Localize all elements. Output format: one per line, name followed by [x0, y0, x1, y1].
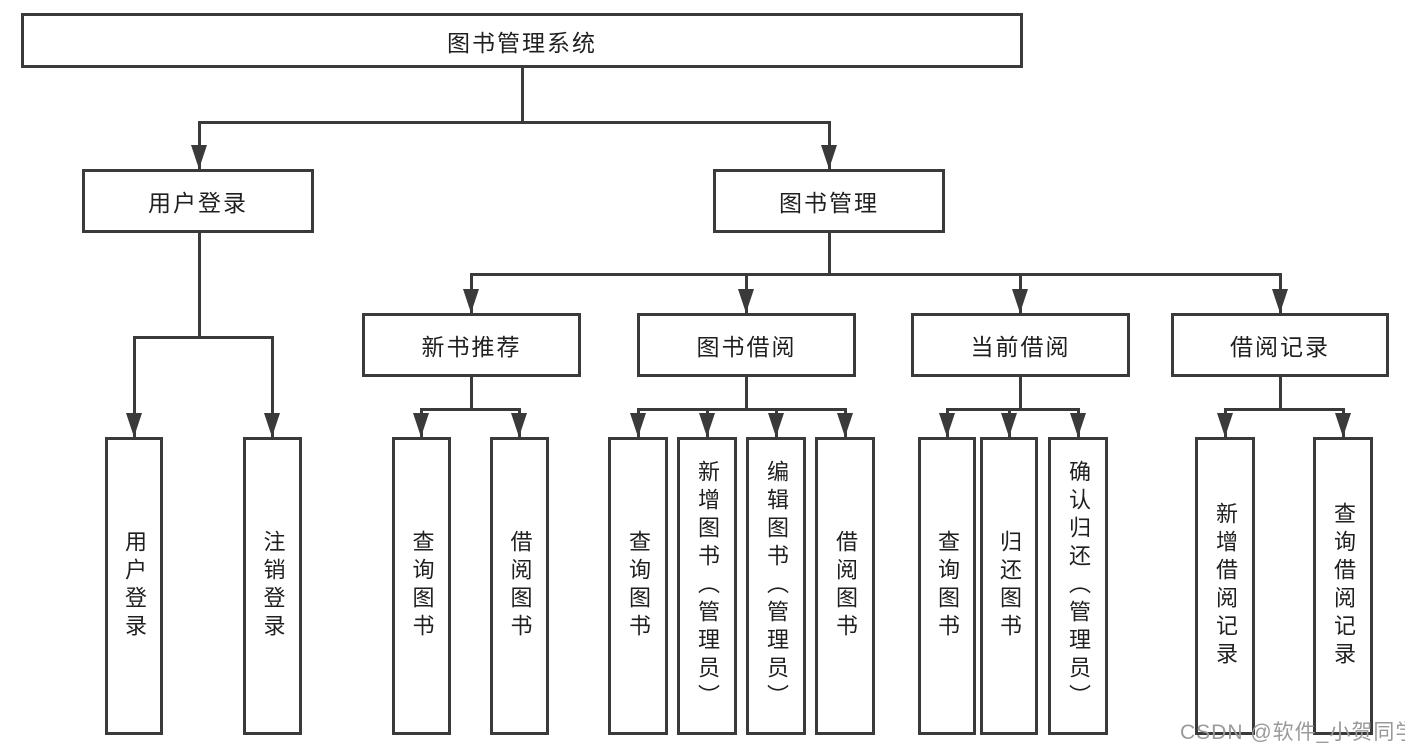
arrowhead-down-icon	[1272, 289, 1288, 313]
leaf-label: 借阅图书	[833, 530, 858, 642]
node-book-borrow: 图书借阅	[637, 313, 856, 377]
csdn-watermark: CSDN @软件_小贺同学	[1180, 721, 1405, 744]
leaf-label: 新增图书（管理员）	[695, 460, 720, 712]
arrowhead-down-icon	[1217, 413, 1233, 437]
leaf-label: 借阅图书	[507, 530, 533, 642]
leaf-query-books-current: 查询图书	[918, 437, 976, 735]
connector-root-drop	[521, 68, 524, 121]
leaf-borrow-books: 借阅图书	[815, 437, 875, 735]
node-label: 图书管理	[779, 190, 879, 216]
connector-drop	[1279, 377, 1282, 408]
node-label: 用户登录	[148, 190, 248, 216]
leaf-query-borrow-record: 查询借阅记录	[1313, 437, 1373, 735]
arrowhead-down-icon	[821, 145, 837, 169]
node-user-login: 用户登录	[82, 169, 314, 233]
arrowhead-down-icon	[837, 413, 853, 437]
node-current-borrow: 当前借阅	[911, 313, 1130, 377]
arrowhead-down-icon	[191, 145, 207, 169]
node-book-management: 图书管理	[713, 169, 945, 233]
arrowhead-down-icon	[463, 289, 479, 313]
leaf-query-books-borrow: 查询图书	[608, 437, 668, 735]
arrowhead-down-icon	[126, 413, 142, 437]
arrowhead-down-icon	[1335, 413, 1351, 437]
leaf-label: 确认归还（管理员）	[1066, 460, 1091, 712]
arrowhead-down-icon	[511, 413, 527, 437]
arrowhead-down-icon	[264, 413, 280, 437]
connector-bar	[946, 408, 1080, 411]
node-label: 借阅记录	[1230, 334, 1330, 360]
arrowhead-down-icon	[630, 413, 646, 437]
leaf-label: 归还图书	[997, 530, 1022, 642]
leaf-logout: 注销登录	[243, 437, 302, 735]
arrowhead-down-icon	[1001, 413, 1017, 437]
leaf-return-books: 归还图书	[980, 437, 1038, 735]
connector-bar	[1224, 408, 1345, 411]
node-label: 图书管理系统	[447, 29, 597, 56]
connector-userlogin-bar	[133, 336, 274, 339]
connector-bookmgmt-drop	[828, 233, 831, 273]
node-new-book-recommend: 新书推荐	[362, 313, 581, 377]
node-label: 当前借阅	[970, 334, 1071, 360]
arrowhead-down-icon	[768, 413, 784, 437]
connector-stem	[133, 336, 136, 437]
leaf-label: 查询借阅记录	[1331, 502, 1356, 670]
connector-level3-bar	[470, 273, 1282, 276]
arrowhead-down-icon	[1012, 289, 1028, 313]
leaf-label: 编辑图书（管理员）	[764, 460, 789, 712]
connector-bar	[420, 408, 521, 411]
connector-level2-bar	[198, 121, 830, 124]
arrowhead-down-icon	[738, 289, 754, 313]
leaf-label: 用户登录	[122, 530, 147, 642]
node-label: 图书借阅	[696, 334, 797, 360]
leaf-label: 注销登录	[260, 530, 286, 642]
arrowhead-down-icon	[699, 413, 715, 437]
connector-drop	[745, 377, 748, 408]
leaf-add-borrow-record: 新增借阅记录	[1195, 437, 1255, 735]
connector-stem	[271, 336, 274, 437]
node-label: 新书推荐	[421, 334, 522, 360]
leaf-label: 查询图书	[935, 530, 960, 642]
connector-bar	[637, 408, 847, 411]
leaf-borrow-books-recommend: 借阅图书	[490, 437, 549, 735]
leaf-user-login: 用户登录	[105, 437, 163, 735]
leaf-label: 查询图书	[626, 530, 651, 642]
leaf-add-books-admin: 新增图书（管理员）	[677, 437, 737, 735]
node-root-library-system: 图书管理系统	[21, 13, 1023, 68]
leaf-label: 新增借阅记录	[1213, 502, 1238, 670]
leaf-edit-books-admin: 编辑图书（管理员）	[746, 437, 806, 735]
arrowhead-down-icon	[413, 413, 429, 437]
leaf-query-books-recommend: 查询图书	[392, 437, 451, 735]
connector-drop	[1019, 377, 1022, 408]
arrowhead-down-icon	[1070, 413, 1086, 437]
leaf-label: 查询图书	[409, 530, 435, 642]
node-borrow-records: 借阅记录	[1171, 313, 1389, 377]
connector-drop	[470, 377, 473, 408]
leaf-confirm-return-admin: 确认归还（管理员）	[1048, 437, 1108, 735]
connector-userlogin-drop	[198, 233, 201, 336]
arrowhead-down-icon	[939, 413, 955, 437]
